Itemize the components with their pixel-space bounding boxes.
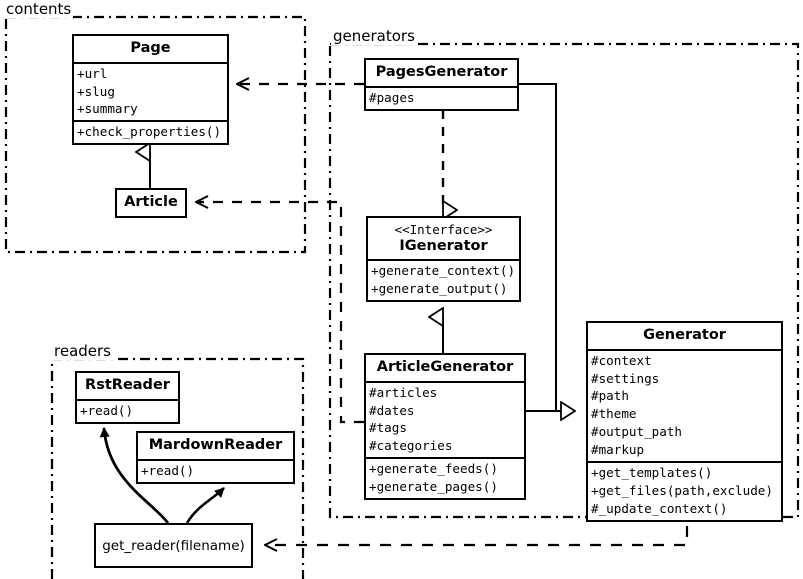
attribute: #path <box>591 388 629 404</box>
method: +generate_output() <box>371 281 508 297</box>
function-box-get-reader[interactable]: get_reader(filename) <box>94 523 253 568</box>
attribute: #articles <box>369 384 438 400</box>
attribute: #theme <box>591 406 637 422</box>
class-box-rstreader[interactable]: RstReader +read() <box>75 371 180 424</box>
class-title-articlegenerator: ArticleGenerator <box>376 359 514 375</box>
method: +generate_pages() <box>369 479 498 495</box>
method: +read() <box>141 462 195 478</box>
class-methods-articlegenerator: +generate_feeds() +generate_pages() <box>366 457 524 498</box>
attribute: #categories <box>369 438 453 454</box>
class-box-articlegenerator[interactable]: ArticleGenerator #articles #dates #tags … <box>364 353 526 500</box>
attribute: #settings <box>591 370 660 386</box>
class-title-rstreader: RstReader <box>85 377 170 393</box>
attribute: #pages <box>369 89 415 105</box>
class-attributes-page: +url +slug +summary <box>74 61 227 121</box>
method: +read() <box>80 402 134 418</box>
function-label-get-reader: get_reader(filename) <box>102 537 245 554</box>
attribute: +url <box>77 65 108 81</box>
method: +get_templates() <box>591 464 713 480</box>
class-methods-rstreader: +read() <box>77 398 178 422</box>
attribute: #context <box>591 352 652 368</box>
class-methods-page: +check_properties() <box>74 120 227 143</box>
relationship-get-reader-creates-mardownreader <box>185 487 225 524</box>
class-methods-generator: +get_templates() +get_files(path,exclude… <box>588 460 781 520</box>
class-name-igenerator: IGenerator <box>399 237 488 254</box>
class-box-generator[interactable]: Generator #context #settings #path #them… <box>586 321 783 522</box>
relationship-generators-inherit-generator <box>519 83 575 411</box>
package-label-readers: readers <box>52 342 113 360</box>
class-title-generator: Generator <box>643 327 726 343</box>
attribute: #output_path <box>591 424 682 440</box>
class-box-pagesgenerator[interactable]: PagesGenerator #pages <box>364 58 519 111</box>
attribute: #tags <box>369 420 407 436</box>
class-box-mardownreader[interactable]: MardownReader +read() <box>136 431 295 484</box>
package-label-generators: generators <box>331 27 417 45</box>
class-box-igenerator[interactable]: <<Interface>> IGenerator +generate_conte… <box>366 216 521 303</box>
attribute: #markup <box>591 442 645 458</box>
relationship-articlegenerator-uses-article <box>196 202 364 424</box>
class-title-page: Page <box>130 40 171 56</box>
method: +get_files(path,exclude) <box>591 482 773 498</box>
class-methods-mardownreader: +read() <box>138 458 293 482</box>
class-attributes-articlegenerator: #articles #dates #tags #categories <box>366 380 524 458</box>
attribute: +summary <box>77 101 138 117</box>
class-attributes-generator: #context #settings #path #theme #output_… <box>588 348 781 461</box>
method: #_update_context() <box>591 500 728 516</box>
method: +generate_context() <box>371 263 516 279</box>
class-box-page[interactable]: Page +url +slug +summary +check_properti… <box>72 34 229 146</box>
package-label-contents: contents <box>4 0 74 18</box>
method: +check_properties() <box>77 124 222 140</box>
class-methods-igenerator: +generate_context() +generate_output() <box>368 259 519 300</box>
method: +generate_feeds() <box>369 461 498 477</box>
class-stereotype-igenerator: <<Interface>> <box>394 222 493 237</box>
class-title-article: Article <box>124 194 178 210</box>
class-title-mardownreader: MardownReader <box>148 437 283 453</box>
class-title-pagesgenerator: PagesGenerator <box>375 64 508 80</box>
class-title-igenerator: <<Interface>> IGenerator <box>368 218 519 259</box>
class-attributes-pagesgenerator: #pages <box>366 85 517 109</box>
class-box-article[interactable]: Article <box>115 188 187 218</box>
attribute: +slug <box>77 83 115 99</box>
attribute: #dates <box>369 402 415 418</box>
